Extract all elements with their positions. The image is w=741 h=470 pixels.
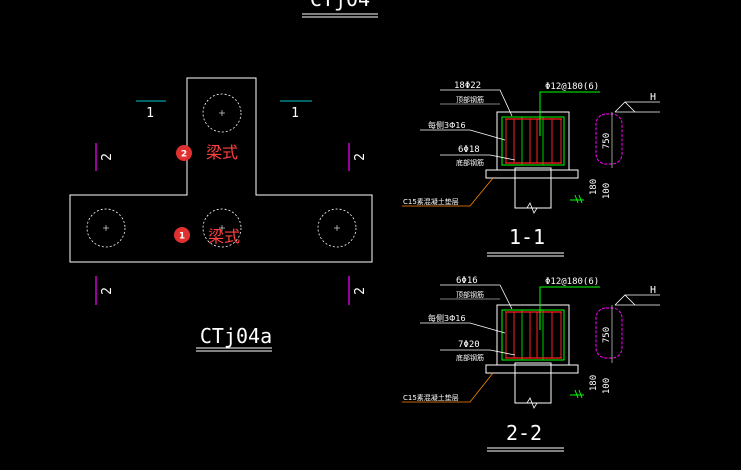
section-1-dim-100-text: 100 xyxy=(602,183,612,199)
section-2-beam[interactable] xyxy=(496,304,570,366)
cut-mark-2-bottom-left-label: 2 xyxy=(100,287,115,295)
section-1-waist-label: 每侧3Φ16 xyxy=(428,120,466,130)
badge-1[interactable]: 1 梁式 xyxy=(174,227,240,246)
section-2-breakline xyxy=(515,397,551,409)
section-1-stirrup xyxy=(501,116,565,166)
section-2-stirrup xyxy=(501,309,565,361)
cut-mark-1-right: 1 xyxy=(280,100,312,121)
section-2-2[interactable]: Φ12@180(6) 6Φ16 顶部钢筋 每侧3Φ16 7Φ20 底部钢筋 C1… xyxy=(402,276,660,452)
section-1-dim-180-text: 180 xyxy=(589,179,599,195)
section-2-column xyxy=(514,362,552,404)
section-1-rebar xyxy=(505,118,562,164)
pile-top[interactable] xyxy=(202,93,242,133)
section-2-stirrup-label: Φ12@180(6) xyxy=(545,277,599,287)
section-1-dim-750: 750 xyxy=(595,112,623,168)
section-2-title: 2-2 xyxy=(487,421,564,452)
section-2-topbar-label: 6Φ16 xyxy=(456,276,478,286)
section-1-title-text: 1-1 xyxy=(509,225,545,249)
section-1-topbar-label: 18Φ22 xyxy=(454,81,481,91)
section-2-cushion-leader xyxy=(402,372,494,403)
pile-center[interactable] xyxy=(202,208,242,248)
badge-1-label: 梁式 xyxy=(208,227,240,246)
section-2-bottombar-note: 底部钢筋 xyxy=(456,353,484,362)
section-2-elev-label: H xyxy=(650,285,656,296)
section-1-cushion-leader xyxy=(402,177,494,207)
cut-mark-2-bottom-right-label: 2 xyxy=(353,287,368,295)
footing-outline[interactable] xyxy=(69,77,373,263)
cut-mark-1-right-label: 1 xyxy=(291,106,299,121)
section-1-dim-100: 100 180 xyxy=(570,179,612,204)
section-2-waist-label: 每侧3Φ16 xyxy=(428,313,466,323)
section-1-1[interactable]: Φ12@180(6) 18Φ22 顶部钢筋 每侧3Φ16 6Φ18 底部钢筋 C… xyxy=(402,81,660,257)
plan-view[interactable]: 1 1 2 2 2 2 2 梁式 1 xyxy=(69,77,373,352)
cut-mark-1-left: 1 xyxy=(136,100,166,121)
section-2-stirrup-leader xyxy=(539,286,600,330)
section-2-topbar-leader xyxy=(440,284,513,310)
section-2-dim-750: 750 xyxy=(595,305,623,363)
section-1-title: 1-1 xyxy=(487,225,564,257)
cut-mark-2-bottom-left: 2 xyxy=(95,276,115,305)
badge-2-circle[interactable] xyxy=(176,145,192,161)
section-2-bottombar-label: 7Φ20 xyxy=(458,340,480,350)
cut-mark-2-top-left-label: 2 xyxy=(100,153,115,161)
section-1-waist-leader xyxy=(420,129,506,141)
pile-left[interactable] xyxy=(86,208,126,248)
cut-mark-2-top-right: 2 xyxy=(348,143,368,171)
pile-right[interactable] xyxy=(317,208,357,248)
badge-2-label: 梁式 xyxy=(206,143,238,162)
section-2-waist-leader xyxy=(420,322,506,334)
section-1-topbar-leader xyxy=(440,89,513,117)
section-1-cushion-label: C15素混凝土垫层 xyxy=(403,197,459,206)
section-1-stirrup-leader xyxy=(539,91,600,136)
badge-1-circle[interactable] xyxy=(174,227,190,243)
section-1-beam[interactable] xyxy=(496,111,570,171)
plan-title-text: CTj04a xyxy=(200,324,272,348)
section-1-bottombar-note: 底部钢筋 xyxy=(456,158,484,167)
cut-mark-2-top-left: 2 xyxy=(95,143,115,171)
section-1-bottombar-leader xyxy=(440,154,516,161)
section-1-dim-750-text: 750 xyxy=(602,133,612,149)
section-2-topbar-note: 顶部钢筋 xyxy=(456,290,484,299)
section-2-rebar xyxy=(505,311,562,359)
cut-mark-1-left-label: 1 xyxy=(146,106,154,121)
badge-2-number: 2 xyxy=(181,150,187,160)
section-2-cushion-label: C15素混凝土垫层 xyxy=(403,393,459,402)
section-2-title-text: 2-2 xyxy=(506,421,542,445)
section-1-bottombar-label: 6Φ18 xyxy=(458,145,480,155)
section-1-cushion xyxy=(485,169,579,179)
section-2-bottombar-leader xyxy=(440,349,516,356)
section-1-stirrup-label: Φ12@180(6) xyxy=(545,82,599,92)
cut-mark-2-top-right-label: 2 xyxy=(353,153,368,161)
section-2-cushion xyxy=(485,364,579,374)
section-2-dim-100: 100 180 xyxy=(570,375,612,399)
section-1-elev-label: H xyxy=(650,92,656,103)
plan-title: CTj04a xyxy=(196,324,272,352)
top-title-text: CTj04 xyxy=(310,0,370,11)
section-2-dim-180-text: 180 xyxy=(589,375,599,391)
top-title-partial: CTj04 xyxy=(302,0,378,18)
section-1-column xyxy=(514,167,552,209)
section-2-dim-750-text: 750 xyxy=(602,327,612,343)
section-1-topbar-note: 顶部钢筋 xyxy=(456,95,484,104)
section-1-breakline xyxy=(515,202,551,214)
section-2-dim-100-text: 100 xyxy=(602,378,612,394)
section-2-elevation-mark: H xyxy=(614,285,660,306)
section-1-elevation-mark: H xyxy=(614,92,660,113)
badge-2[interactable]: 2 梁式 xyxy=(176,143,238,162)
badge-1-number: 1 xyxy=(179,232,185,242)
cut-mark-2-bottom-right: 2 xyxy=(348,276,368,305)
